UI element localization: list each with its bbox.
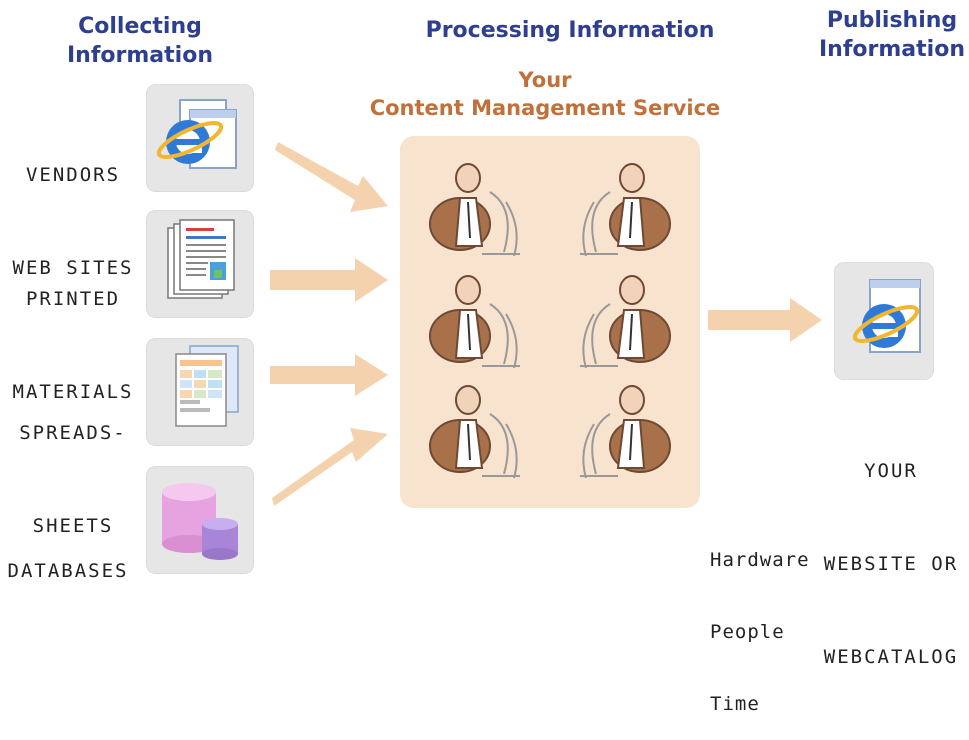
source-label-printed: PRINTED MATERIALS [0, 222, 146, 439]
worker-left-3 [429, 385, 520, 479]
worker-right-2 [580, 275, 671, 369]
output-label-line-2: WEBSITE OR [823, 553, 959, 575]
worker-left-1 [429, 163, 520, 257]
databases-tile [146, 466, 254, 574]
arrow-panel-to-output [708, 298, 822, 342]
source-label-vendors: VENDORS WEB SITES [0, 98, 146, 315]
source-label-vendors-line-1: VENDORS [25, 164, 121, 186]
worker-right-3 [580, 385, 671, 479]
service-subheading-line-2: Content Management Service [369, 96, 721, 120]
collecting-heading: Collecting Information [40, 12, 240, 70]
worker-left-2 [429, 275, 520, 369]
browser-page-icon [852, 279, 921, 353]
arrow-databases-to-panel [272, 428, 388, 506]
collecting-heading-line-1: Collecting [78, 14, 202, 39]
vendors-web-sites-tile [146, 84, 254, 192]
resources-list: Hardware People Time [710, 500, 850, 740]
database-cylinder-icon [162, 483, 238, 560]
publishing-heading: Publishing Information [792, 6, 969, 64]
arrow-vendors-to-panel [275, 142, 388, 212]
browser-pages-icon [156, 99, 237, 169]
service-subheading-line-1: Your [518, 68, 572, 92]
source-label-spreadsheets-line-2: SHEETS [32, 515, 114, 537]
resource-people: People [710, 621, 785, 643]
publishing-heading-line-1: Publishing [826, 8, 958, 33]
spreadsheets-tile [146, 338, 254, 446]
arrow-spreadsheets-to-panel [270, 354, 388, 396]
processing-heading: Processing Information [425, 18, 715, 43]
worker-right-1 [580, 163, 671, 257]
collecting-heading-line-2: Information [67, 43, 213, 68]
website-output-tile [834, 262, 934, 380]
arrow-printed-to-panel [270, 258, 388, 302]
source-label-printed-line-1: PRINTED [25, 288, 121, 310]
publishing-heading-line-2: Information [819, 37, 965, 62]
source-label-vendors-line-2: WEB SITES [12, 257, 134, 279]
output-label-line-1: YOUR [864, 460, 918, 482]
printed-materials-tile [146, 210, 254, 318]
spreadsheet-icon [175, 345, 239, 427]
resource-hardware: Hardware [710, 549, 810, 571]
source-label-printed-line-2: MATERIALS [12, 381, 134, 403]
service-subheading: Your Content Management Service [330, 66, 760, 122]
printed-document-icon [167, 219, 235, 299]
resource-time: Time [710, 693, 760, 715]
source-label-spreadsheets-line-1: SPREADS- [19, 422, 127, 444]
source-label-spreadsheets: SPREADS- SHEETS [0, 356, 146, 573]
